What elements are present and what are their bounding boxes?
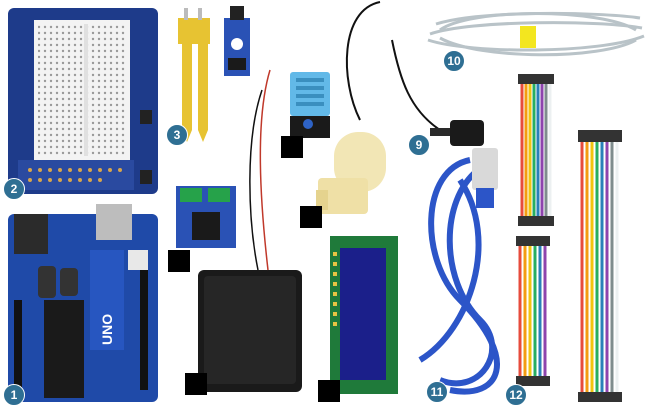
arduino-uno-board: UNO — [8, 204, 158, 402]
battery-holder — [198, 69, 302, 392]
usb-plug-cover — [476, 188, 494, 208]
redacted-label-box — [281, 136, 303, 158]
badge-11: 11 — [426, 381, 448, 403]
proto-shield — [8, 8, 158, 194]
badge-9: 9 — [408, 134, 430, 156]
badge-2: 2 — [3, 178, 25, 200]
tubing-tie — [520, 26, 536, 48]
redacted-label-box — [185, 373, 207, 395]
clear-tubing-coil — [427, 11, 645, 57]
redacted-label-box — [168, 250, 190, 272]
sensor-module-board — [224, 6, 250, 76]
motor-driver-module — [176, 186, 236, 248]
lcd-display-module — [330, 236, 398, 394]
water-pump — [316, 132, 386, 214]
soil-moisture-sensor — [178, 8, 210, 142]
dht-temperature-sensor — [290, 72, 330, 138]
redacted-label-box — [318, 380, 340, 402]
uno-label: UNO — [99, 314, 115, 345]
redacted-label-box — [300, 206, 322, 228]
badge-12: 12 — [505, 384, 527, 406]
usb-cable — [418, 157, 500, 395]
badge-3: 3 — [166, 124, 188, 146]
jumper-wires — [516, 74, 622, 402]
tube-connector — [430, 120, 484, 146]
pump-wire — [345, 1, 381, 121]
badge-10: 10 — [443, 50, 465, 72]
usb-connector — [472, 148, 498, 190]
badge-1: 1 — [3, 384, 25, 406]
pump-wire-2 — [391, 39, 441, 131]
